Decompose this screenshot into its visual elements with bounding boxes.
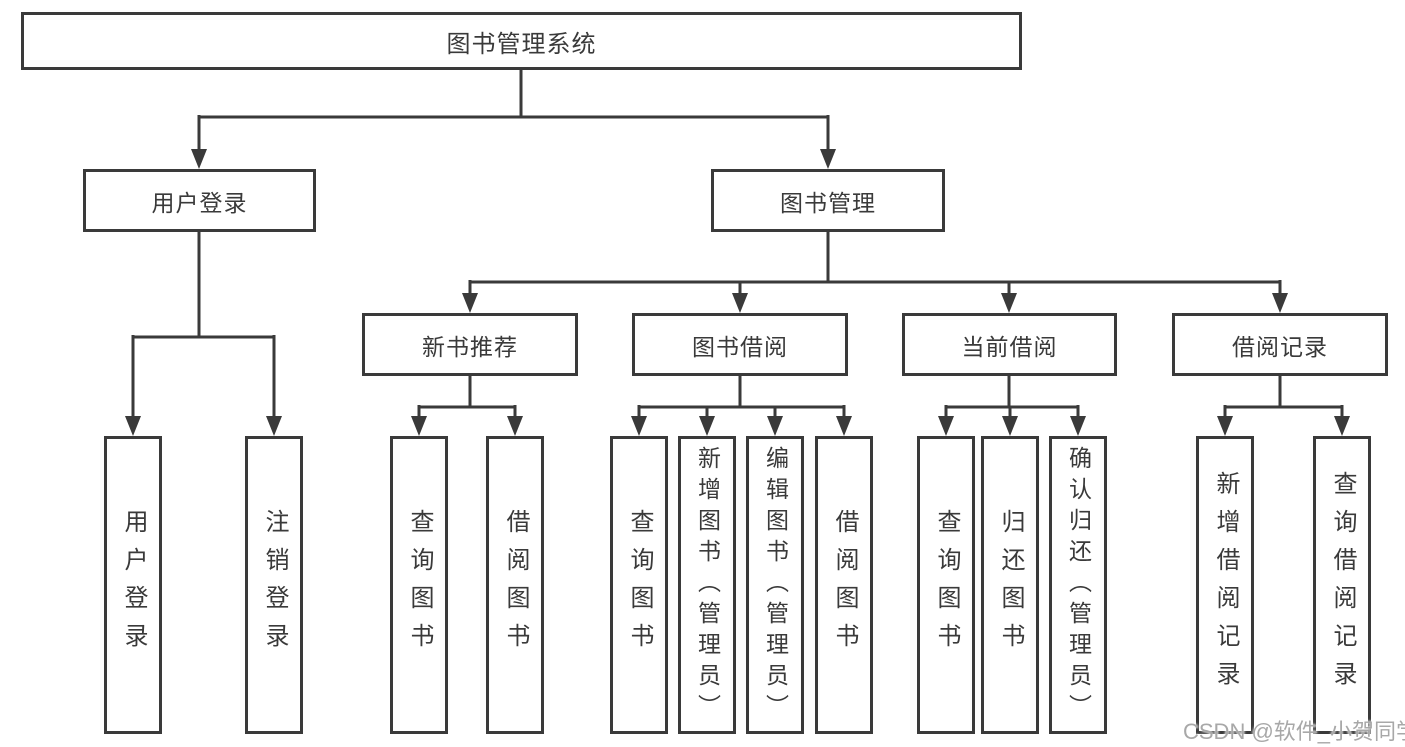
leaf-query-books-current: 查询图书 [917, 436, 975, 734]
leaf-query-books-current-label: 查询图书 [933, 509, 960, 661]
leaf-query-borrow-record-label: 查询借阅记录 [1329, 471, 1356, 699]
node-user-login: 用户登录 [83, 169, 316, 232]
node-current-borrow-label: 当前借阅 [961, 333, 1058, 360]
node-new-book-recommend: 新书推荐 [362, 313, 578, 376]
leaf-borrow-books-recommend: 借阅图书 [486, 436, 544, 734]
node-book-management-label: 图书管理 [780, 189, 876, 216]
leaf-query-books-borrow-label: 查询图书 [626, 509, 653, 661]
node-book-management: 图书管理 [711, 169, 945, 232]
node-library-system-label: 图书管理系统 [446, 30, 597, 58]
leaf-borrow-books-label: 借阅图书 [831, 509, 858, 661]
leaf-confirm-return-admin-label: 确认归还（管理员） [1065, 445, 1092, 725]
leaf-logout: 注销登录 [245, 436, 303, 734]
node-book-borrow-label: 图书借阅 [692, 333, 788, 360]
leaf-edit-book-admin: 编辑图书（管理员） [746, 436, 804, 734]
leaf-return-books-label: 归还图书 [997, 509, 1024, 661]
leaf-add-borrow-record-label: 新增借阅记录 [1212, 471, 1239, 699]
leaf-add-book-admin: 新增图书（管理员） [678, 436, 736, 734]
leaf-query-books-recommend-label: 查询图书 [406, 509, 433, 661]
node-current-borrow: 当前借阅 [902, 313, 1117, 376]
leaf-edit-book-admin-label: 编辑图书（管理员） [762, 445, 789, 725]
watermark-text: CSDN @软件_小贺同学 [1183, 719, 1405, 744]
node-new-book-recommend-label: 新书推荐 [422, 333, 518, 360]
node-user-login-label: 用户登录 [151, 189, 248, 216]
node-borrow-records-label: 借阅记录 [1232, 333, 1328, 360]
leaf-borrow-books-recommend-label: 借阅图书 [502, 509, 529, 661]
leaf-query-books-borrow: 查询图书 [610, 436, 668, 734]
leaf-query-borrow-record: 查询借阅记录 [1313, 436, 1371, 734]
leaf-logout-label: 注销登录 [261, 509, 288, 661]
leaf-user-login: 用户登录 [104, 436, 162, 734]
leaf-query-books-recommend: 查询图书 [390, 436, 448, 734]
leaf-user-login-label: 用户登录 [120, 509, 147, 661]
leaf-borrow-books: 借阅图书 [815, 436, 873, 734]
leaf-confirm-return-admin: 确认归还（管理员） [1049, 436, 1107, 734]
node-library-system: 图书管理系统 [21, 12, 1022, 70]
leaf-return-books: 归还图书 [981, 436, 1039, 734]
leaf-add-book-admin-label: 新增图书（管理员） [694, 445, 721, 725]
leaf-add-borrow-record: 新增借阅记录 [1196, 436, 1254, 734]
node-borrow-records: 借阅记录 [1172, 313, 1388, 376]
node-book-borrow: 图书借阅 [632, 313, 848, 376]
